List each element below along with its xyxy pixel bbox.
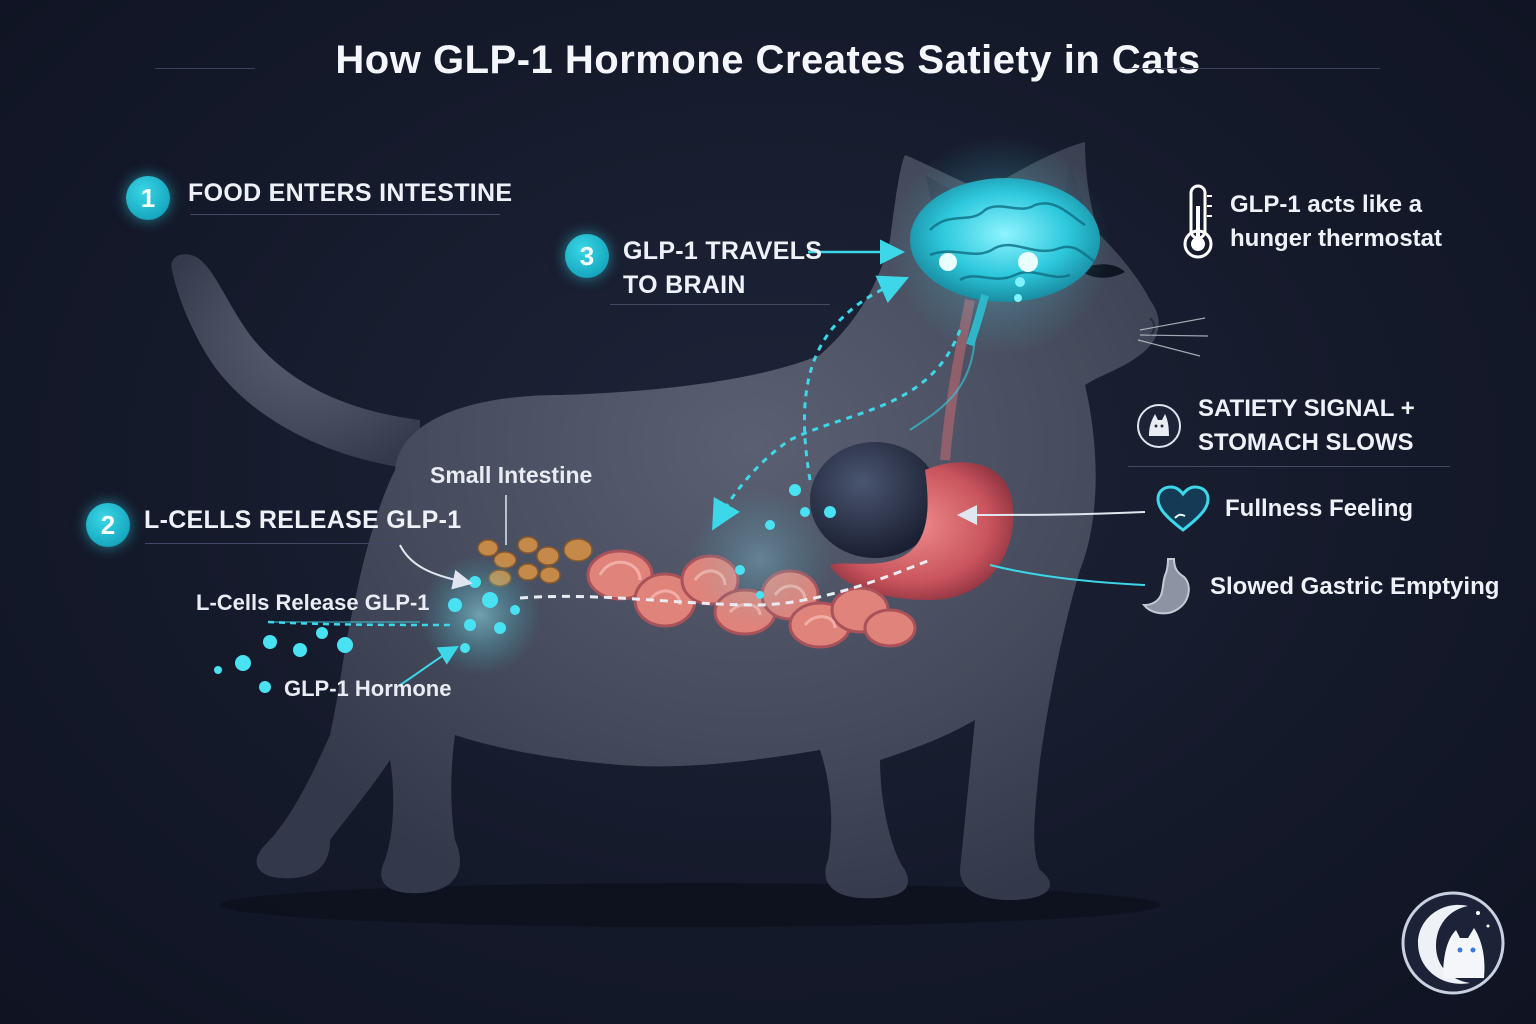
step-2: 2 L-CELLS RELEASE GLP-1 xyxy=(86,503,461,547)
heart-icon xyxy=(1155,484,1211,534)
l-cells-label: L-Cells Release GLP-1 xyxy=(196,590,430,616)
step-2-badge: 2 xyxy=(86,503,130,547)
satiety-divider xyxy=(1128,466,1450,467)
step-1-divider xyxy=(190,214,500,215)
step-1-badge: 1 xyxy=(126,176,170,220)
fullness-item: Fullness Feeling xyxy=(1155,484,1413,534)
step-2-label: L-CELLS RELEASE GLP-1 xyxy=(144,503,461,537)
thermostat-callout: GLP-1 acts like a hunger thermostat xyxy=(1178,182,1442,262)
stomach-icon xyxy=(1140,555,1196,619)
step-3: 3 GLP-1 TRAVELS TO BRAIN xyxy=(565,234,822,302)
cat-badge-icon xyxy=(1135,402,1183,450)
gastric-label: Slowed Gastric Emptying xyxy=(1210,570,1499,604)
step-2-divider xyxy=(145,543,400,544)
satiety-callout: SATIETY SIGNAL + STOMACH SLOWS xyxy=(1135,392,1415,460)
step-3-divider xyxy=(610,304,830,305)
step-3-label: GLP-1 TRAVELS TO BRAIN xyxy=(623,234,822,302)
satiety-heading: SATIETY SIGNAL + STOMACH SLOWS xyxy=(1198,392,1415,460)
thermostat-text: GLP-1 acts like a hunger thermostat xyxy=(1230,188,1442,256)
gastric-item: Slowed Gastric Emptying xyxy=(1140,555,1499,619)
brand-logo-icon xyxy=(1398,888,1508,998)
fullness-label: Fullness Feeling xyxy=(1225,492,1413,526)
step-1-label: FOOD ENTERS INTESTINE xyxy=(188,176,512,210)
thermometer-icon xyxy=(1178,182,1218,262)
glp1-hormone-label: GLP-1 Hormone xyxy=(284,676,451,702)
small-intestine-label: Small Intestine xyxy=(430,462,592,489)
step-3-badge: 3 xyxy=(565,234,609,278)
